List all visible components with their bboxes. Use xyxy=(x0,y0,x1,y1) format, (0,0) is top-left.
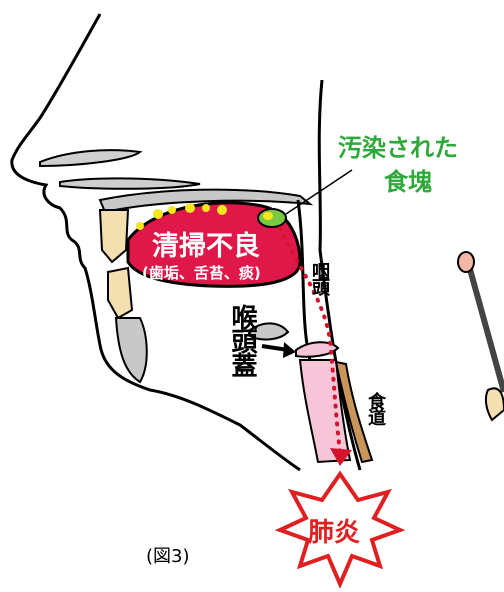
nasal-turbinate-2 xyxy=(59,177,201,190)
lower-teeth xyxy=(107,266,134,320)
contaminated-bolus-label-line2: 食塊 xyxy=(384,168,432,196)
nasal-turbinate xyxy=(39,149,143,168)
pneumonia-label: 肺炎 xyxy=(308,518,361,548)
pharynx-label: 咽頭 xyxy=(309,262,330,294)
hard-palate xyxy=(98,188,314,214)
esophagus xyxy=(334,360,374,464)
aspiration-arrowhead xyxy=(330,448,352,466)
epiglottis-label: 喉頭蓋 xyxy=(227,304,257,376)
aspiration-route xyxy=(278,226,342,454)
contaminated-bolus-label-line1: 汚染された xyxy=(338,134,458,162)
swab-tool xyxy=(457,251,504,422)
pneumonia-burst xyxy=(274,470,406,590)
neck-back-outline xyxy=(317,79,362,471)
epiglottis xyxy=(295,341,340,358)
figure-caption: (図3) xyxy=(146,546,190,567)
tongue xyxy=(126,201,302,288)
face-profile-outline xyxy=(10,13,301,472)
hyoid-bone xyxy=(249,322,290,341)
epiglottis-arrow xyxy=(261,342,296,358)
poor-cleaning-detail-label: (歯垢、舌苔、痰) xyxy=(142,264,261,282)
bolus-leader-line xyxy=(285,169,353,215)
upper-teeth xyxy=(98,209,130,264)
plaque-deposits xyxy=(136,203,227,230)
trachea xyxy=(298,359,352,464)
jaw-bone xyxy=(114,317,148,384)
esophagus-label: 食道 xyxy=(365,392,386,424)
poor-cleaning-label: 清掃不良 xyxy=(152,231,260,262)
